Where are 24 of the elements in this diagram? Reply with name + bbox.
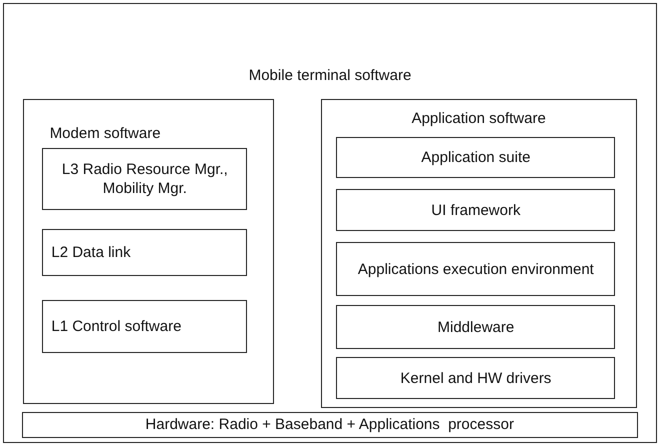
layer-label: L3 Radio Resource Mgr., Mobility Mgr.	[60, 160, 229, 200]
layer-box	[22, 412, 638, 438]
layer-box	[336, 242, 616, 296]
layer-box	[336, 357, 616, 400]
layer-label: Applications execution environment	[356, 260, 595, 280]
group-heading: Application software	[410, 108, 547, 128]
layer-box	[42, 229, 248, 276]
layer-label: Middleware	[436, 318, 516, 338]
layer-label: L1 Control software	[51, 317, 182, 338]
group-heading: Mobile terminal software	[248, 66, 412, 85]
group-heading: Modem software	[50, 124, 161, 143]
container-box	[3, 3, 657, 443]
group-box	[320, 98, 637, 408]
layer-label: Hardware: Radio + Baseband + Applications processor	[144, 415, 515, 436]
layer-box	[336, 189, 616, 232]
layer-box	[42, 300, 248, 354]
group-box	[22, 98, 274, 404]
layer-box	[336, 305, 616, 350]
layer-label: Application suite	[420, 148, 532, 168]
layer-label: UI framework	[430, 200, 522, 221]
layer-label: L2 Data link	[51, 243, 131, 264]
layer-box	[336, 137, 616, 178]
layer-label: Kernel and HW drivers	[399, 368, 552, 389]
layer-box	[42, 148, 248, 210]
